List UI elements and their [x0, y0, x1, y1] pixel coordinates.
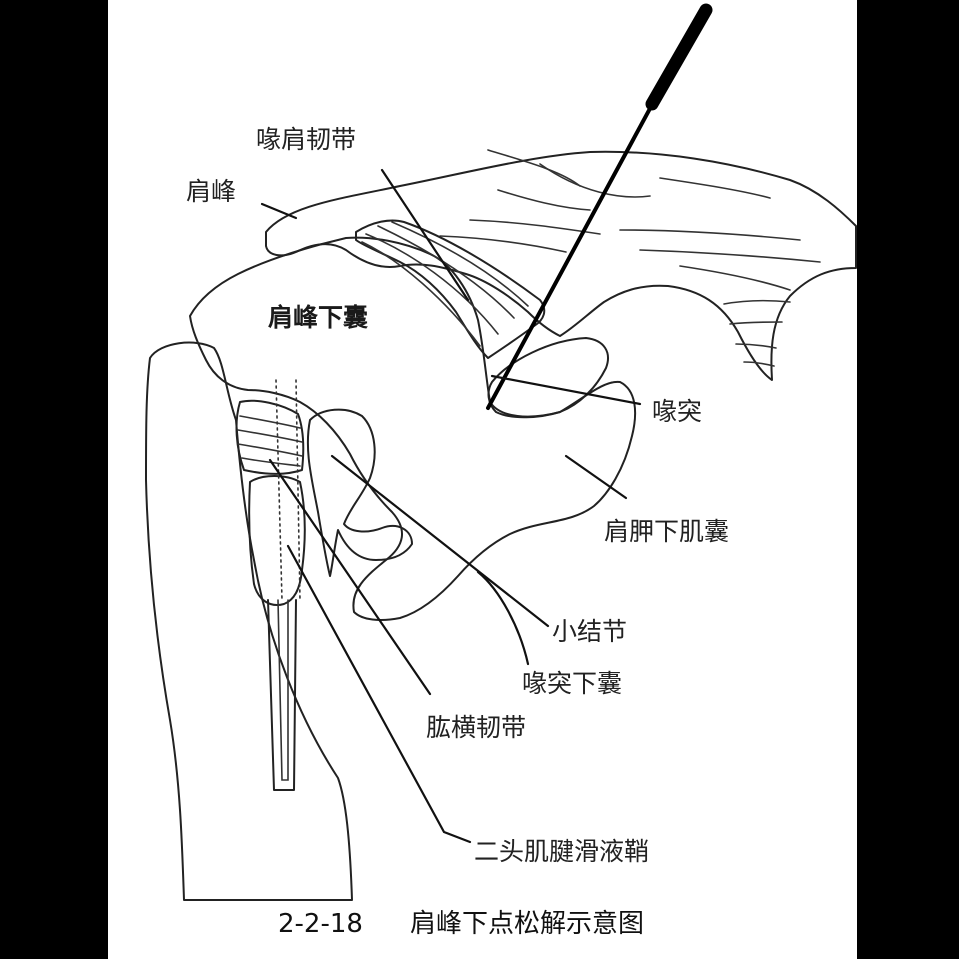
scapula-line-7 — [679, 265, 791, 291]
leader-biceps — [286, 544, 472, 844]
label-coracoacromial-ligament: 喙肩韧带 — [256, 125, 356, 154]
leader-subcoracoid — [476, 570, 530, 666]
scapula-line-5 — [619, 229, 801, 241]
leader-lesser-tubercle — [330, 454, 550, 628]
scapula-line-13 — [659, 177, 771, 199]
scapula-line-1 — [539, 163, 651, 198]
subcoracoid-bursa — [248, 475, 306, 606]
scapula-line-3 — [469, 219, 601, 235]
leader-transverse — [268, 458, 432, 696]
thl-fiber-3 — [237, 443, 303, 457]
label-acromion: 肩峰 — [186, 177, 236, 206]
ligament-fiber-4 — [361, 241, 481, 347]
thl-fiber-1 — [239, 415, 301, 429]
lesser-tubercle-shape — [306, 408, 413, 577]
scapula-line-6 — [639, 249, 821, 263]
ligament-fiber-1 — [365, 233, 499, 335]
leader-coracoid — [490, 374, 642, 406]
label-biceps-tendon-sheath: 二头肌腱滑液鞘 — [474, 837, 649, 866]
illustration-panel — [108, 0, 857, 959]
transverse-humeral-ligament — [235, 399, 305, 475]
label-transverse-humeral-ligament: 肱横韧带 — [426, 713, 526, 742]
thl-fiber-4 — [241, 457, 301, 467]
scapula-line-11 — [743, 361, 775, 367]
coracoacromial-ligament — [355, 219, 546, 359]
needle-handle — [645, 3, 713, 111]
caption-title: 肩峰下点松解示意图 — [410, 909, 644, 939]
biceps-tube-inner — [277, 599, 289, 781]
leader-coracoacromial — [380, 168, 470, 302]
scapula-line-9 — [729, 321, 783, 325]
subacromial-bursa — [189, 236, 637, 621]
scapula-line-12 — [487, 149, 581, 187]
label-subscapular-bursa: 肩胛下肌囊 — [604, 517, 729, 546]
biceps-tube-outer — [267, 599, 297, 791]
biceps-sheath-dotted — [275, 379, 301, 601]
coracoid-process — [487, 337, 609, 419]
leader-subscapular — [564, 454, 628, 500]
leader-acromion — [260, 202, 298, 220]
label-coracoid: 喙突 — [652, 397, 702, 426]
thl-fiber-2 — [237, 429, 303, 443]
scapula-line-4 — [439, 235, 567, 253]
label-subcoracoid-bursa: 喙突下囊 — [522, 669, 622, 698]
scapula-line-8 — [723, 299, 791, 305]
humerus-shaft — [145, 341, 353, 901]
label-subacromial-bursa: 肩峰下囊 — [268, 303, 368, 332]
scapula-line-2 — [497, 189, 591, 211]
ligament-fiber-3 — [391, 221, 529, 307]
label-lesser-tubercle: 小结节 — [552, 617, 627, 646]
ligament-fiber-2 — [377, 225, 515, 319]
needle-shaft — [486, 88, 662, 410]
scapula-line-10 — [735, 343, 777, 349]
caption-number: 2-2-18 — [278, 909, 363, 939]
